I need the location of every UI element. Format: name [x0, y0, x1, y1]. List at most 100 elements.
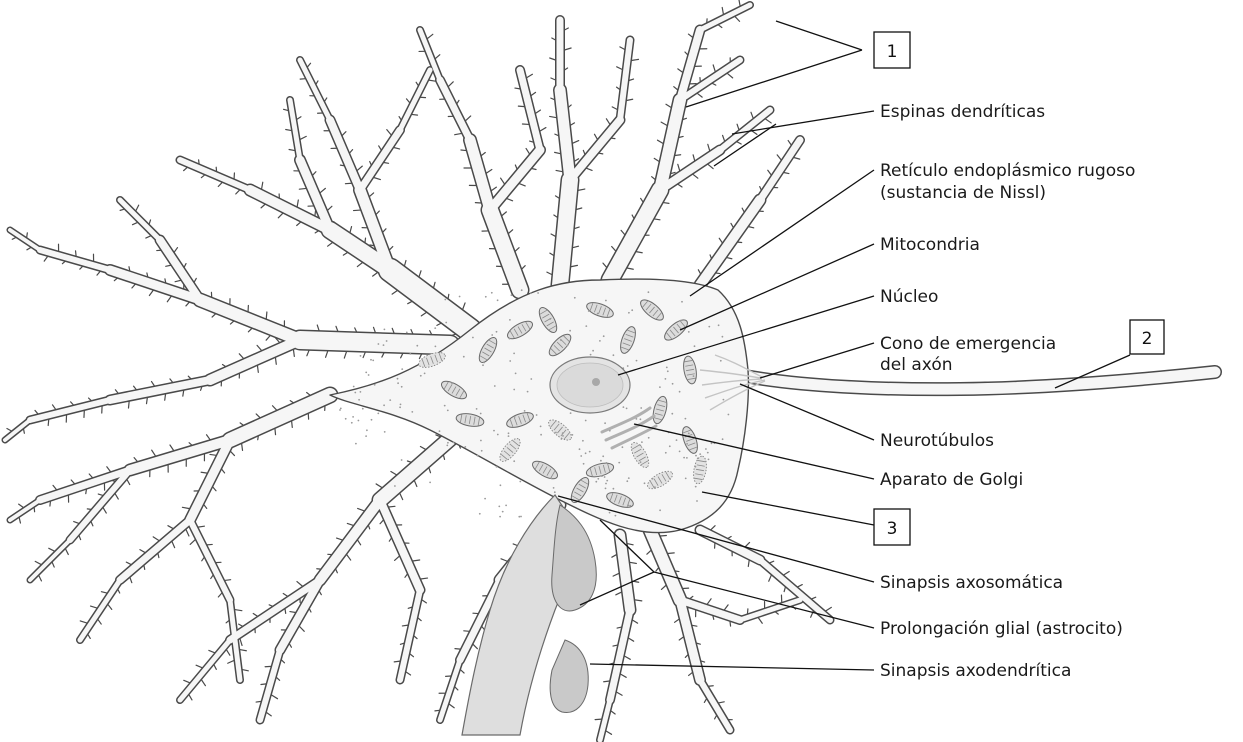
number-box-3: 3	[874, 509, 910, 545]
ribosome-dot	[444, 299, 446, 301]
dendritic-spine	[727, 73, 732, 78]
dendritic-spine	[422, 600, 426, 603]
dendritic-spine	[239, 354, 243, 359]
dendrite-segment	[700, 5, 750, 30]
dendrite-segment	[210, 340, 300, 380]
dendritic-spine	[62, 261, 65, 263]
dendritic-spine	[44, 256, 47, 261]
dendritic-spine	[430, 331, 432, 335]
dendritic-spine	[87, 509, 91, 510]
dendritic-spine	[527, 74, 533, 78]
ribosome-dot	[600, 460, 602, 462]
ribosome-dot	[477, 455, 479, 457]
dendritic-spine	[556, 170, 562, 171]
dendritic-spine	[297, 222, 301, 225]
ribosome-dot	[553, 487, 555, 489]
dendritic-spine	[276, 677, 279, 680]
dendritic-spine	[184, 264, 186, 268]
dendritic-spine	[716, 273, 720, 274]
dendritic-spine	[392, 328, 394, 333]
dendritic-spine	[225, 580, 231, 581]
ribosome-dot	[484, 498, 486, 500]
dendritic-spine	[299, 188, 306, 189]
dendritic-spine	[573, 246, 579, 247]
dendritic-spine	[414, 481, 417, 487]
ribosome-dot	[384, 329, 386, 331]
dendritic-spine	[376, 211, 379, 214]
dendritic-spine	[337, 538, 343, 540]
dendritic-spine	[715, 715, 717, 719]
ribosome-dot	[681, 301, 683, 303]
dendrite-segment	[180, 160, 250, 190]
dendritic-spine	[758, 618, 762, 624]
dendritic-spine	[452, 334, 455, 335]
dendritic-spine	[257, 365, 258, 372]
dendritic-spine	[290, 612, 296, 613]
label-rough-er-line1: Retículo endoplásmico rugoso	[880, 161, 1135, 181]
ribosome-dot	[711, 443, 713, 445]
dendritic-spine	[235, 610, 242, 611]
dendritic-spine	[576, 208, 582, 209]
leader-rough-er	[690, 170, 874, 296]
ribosome-dot	[401, 386, 403, 388]
dendritic-spine	[620, 674, 626, 677]
dendritic-spine	[405, 574, 407, 577]
dendritic-spine	[175, 280, 181, 281]
dendritic-spine	[411, 330, 413, 334]
dendritic-spine	[222, 469, 225, 473]
ribosome-dot	[360, 391, 362, 393]
dendritic-spine	[731, 223, 733, 227]
dendritic-spine	[376, 484, 382, 488]
dendritic-spine	[152, 450, 156, 456]
dendritic-spine	[290, 401, 293, 403]
dendritic-spine	[550, 253, 554, 255]
dendrite-segment	[400, 70, 430, 130]
dendritic-spine	[554, 215, 558, 217]
leader-axodendritic	[590, 664, 874, 670]
dendritic-spine	[429, 80, 436, 81]
dendritic-spine	[262, 182, 263, 189]
nucleus	[550, 357, 630, 413]
dendritic-spine	[97, 271, 100, 275]
dendrite-segment	[610, 610, 630, 700]
ribosome-dot	[672, 383, 674, 385]
ribosome-dot	[665, 452, 667, 454]
ribosome-dot	[524, 410, 526, 412]
dendritic-spine	[621, 230, 625, 234]
ribosome-dot	[697, 458, 699, 460]
ribosome-dot	[561, 438, 563, 440]
dendritic-spine	[571, 265, 578, 266]
dendritic-spine	[620, 47, 625, 50]
dendritic-spine	[565, 48, 572, 50]
dendritic-spine	[599, 153, 603, 154]
ribosome-dot	[631, 309, 633, 311]
dendritic-spine	[690, 596, 693, 598]
dendritic-spine	[719, 238, 722, 243]
dendrite-segment	[30, 400, 110, 420]
ribosome-dot	[401, 368, 403, 370]
dendritic-spine	[501, 559, 507, 561]
ribosome-dot	[360, 355, 362, 357]
ribosome-dot	[509, 319, 511, 321]
label-mitochondria: Mitocondria	[880, 235, 980, 255]
dendritic-spine	[777, 155, 781, 160]
dendrite-segment	[440, 660, 460, 720]
ribosome-dot	[496, 466, 498, 468]
dendritic-spine	[473, 644, 477, 648]
ribosome-dot	[669, 445, 671, 447]
ribosome-dot	[399, 406, 401, 408]
dendritic-spine	[165, 394, 166, 400]
dendritic-spine	[689, 672, 693, 675]
ribosome-dot	[601, 475, 603, 477]
ribosome-dot	[671, 413, 673, 415]
dendritic-spine	[745, 542, 749, 546]
ribosome-dot	[514, 416, 516, 418]
ribosome-dot	[521, 289, 523, 291]
dendritic-spine	[52, 405, 55, 410]
ribosome-dot	[560, 339, 562, 341]
dendritic-spine	[515, 88, 520, 89]
dendritic-spine	[186, 529, 189, 536]
dendritic-spine	[678, 69, 683, 72]
ribosome-dot	[720, 360, 722, 362]
dendritic-spine	[269, 605, 272, 606]
